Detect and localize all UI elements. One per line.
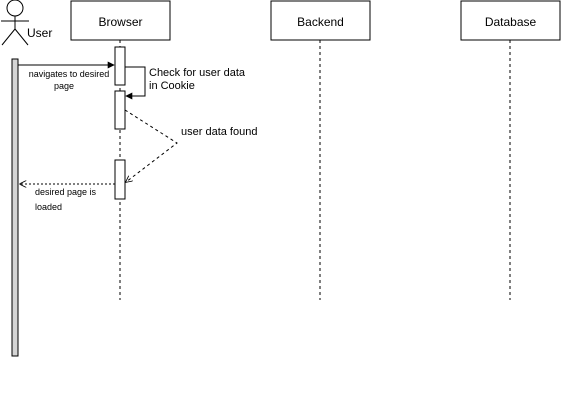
found-arrow — [125, 109, 178, 182]
browser-activation-3 — [114, 159, 126, 200]
participant-database-label: Database — [485, 15, 537, 29]
participant-backend-label: Backend — [297, 15, 344, 29]
actor-label: User — [27, 26, 52, 40]
user-actor — [1, 0, 29, 46]
browser-activation-1 — [114, 46, 126, 86]
self-check-label-line1: Check for user data — [149, 67, 246, 79]
navigate-label-line2: page — [54, 81, 74, 91]
actor-head — [6, 0, 24, 17]
self-check-arrow — [125, 66, 146, 100]
participant-backend-box — [270, 0, 371, 41]
navigate-label-line1: navigates to desired — [29, 69, 110, 79]
actor-leg-right — [14, 28, 29, 46]
participant-browser-box — [70, 0, 171, 41]
self-check-label-line2: in Cookie — [149, 80, 195, 92]
actor-leg-left — [1, 28, 16, 46]
participant-database-box — [460, 0, 561, 41]
browser-activation-2 — [114, 90, 126, 130]
loaded-label-line2: loaded — [35, 202, 62, 212]
loaded-label-line1: desired page is — [35, 187, 97, 197]
participant-browser-label: Browser — [98, 15, 142, 29]
found-label: user data found — [181, 126, 257, 138]
actor-lifeline — [11, 58, 19, 357]
